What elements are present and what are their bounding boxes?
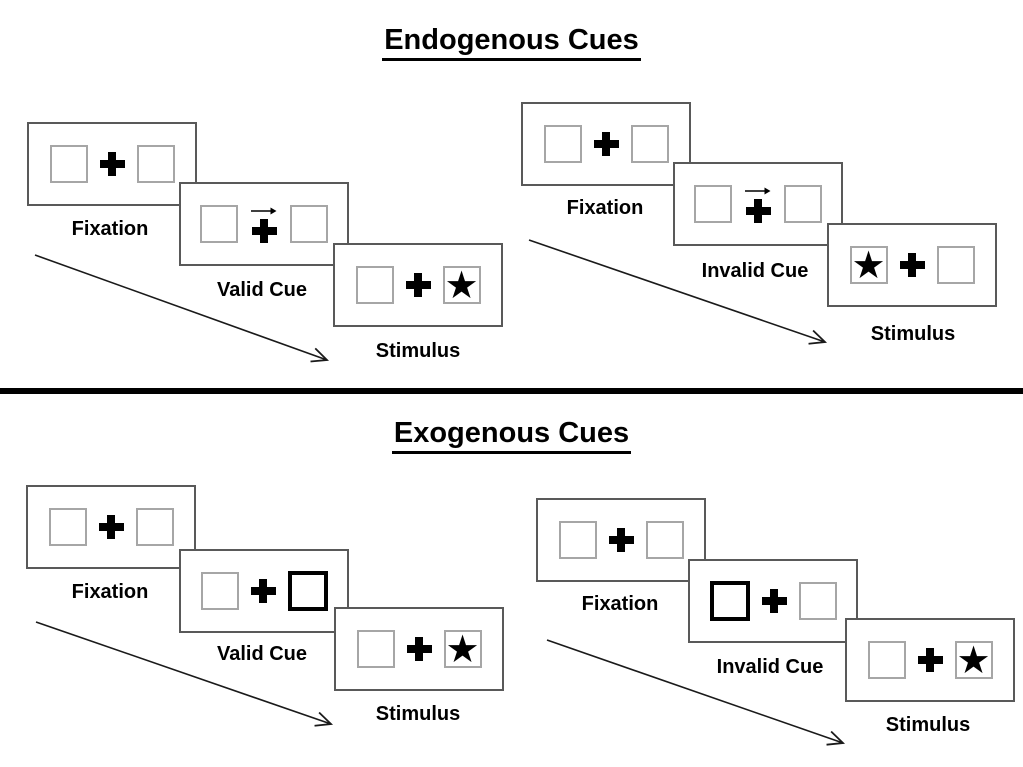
panel-label-invalid-cue: Invalid Cue: [701, 260, 809, 282]
endo-valid-fixation-panel: [27, 122, 197, 206]
fixation-cross-icon: [593, 132, 619, 156]
timeline-arrow-endo-invalid: [528, 239, 825, 342]
left-box: [200, 572, 239, 610]
endo-invalid-cue-panel: [673, 162, 843, 246]
fixation-cross-icon: [98, 515, 124, 539]
fixation-cross-icon: [917, 648, 943, 672]
star-icon: ★: [956, 638, 991, 682]
right-box: [136, 145, 175, 183]
fixation-cross-icon: [406, 637, 432, 661]
panel-label-valid-cue: Valid Cue: [216, 279, 308, 301]
right-box: ★: [442, 263, 481, 307]
exo-invalid-cue-panel: [688, 559, 858, 643]
left-box: [49, 145, 88, 183]
fixation-cross-icon: [99, 152, 125, 176]
right-box: [645, 521, 684, 559]
left-box: [355, 266, 394, 304]
right-box: [784, 185, 822, 223]
right-box: [798, 582, 837, 620]
panel-label-stimulus: Stimulus: [870, 323, 956, 345]
exo-valid-stimulus-panel: ★: [334, 607, 504, 691]
cue-arrow-right-icon: [251, 207, 277, 215]
fixation-cross-icon: [608, 528, 634, 552]
section-title-exogenous: Exogenous Cues: [0, 417, 1023, 454]
left-box: [694, 185, 732, 223]
endo-invalid-fixation-panel: [521, 102, 691, 186]
panel-label-stimulus: Stimulus: [885, 714, 971, 736]
timeline-arrow-endo-valid: [34, 254, 327, 360]
endo-invalid-stimulus-panel: ★: [827, 223, 997, 307]
left-box: [558, 521, 597, 559]
section-title-text: Exogenous Cues: [391, 417, 632, 454]
left-box: [200, 205, 238, 243]
section-title-endogenous: Endogenous Cues: [0, 24, 1023, 61]
right-box: [135, 508, 174, 546]
endo-valid-stimulus-panel: ★: [333, 243, 503, 327]
right-box: ★: [954, 638, 993, 682]
star-icon: ★: [851, 243, 886, 287]
section-title-text: Endogenous Cues: [382, 24, 641, 61]
exo-valid-cue-panel: [179, 549, 349, 633]
central-cue: [250, 205, 278, 243]
fixation-cross-icon: [745, 199, 771, 223]
right-box-highlighted: [287, 571, 328, 611]
right-box: [630, 125, 669, 163]
fixation-cross-icon: [251, 219, 277, 243]
section-divider: [0, 388, 1023, 394]
exo-invalid-stimulus-panel: ★: [845, 618, 1015, 702]
left-box: ★: [849, 243, 888, 287]
panel-label-stimulus: Stimulus: [375, 340, 461, 362]
fixation-cross-icon: [899, 253, 925, 277]
panel-label-invalid-cue: Invalid Cue: [716, 656, 824, 678]
fixation-cross-icon: [405, 273, 431, 297]
cue-arrow-right-icon: [745, 187, 771, 195]
left-box: [356, 630, 395, 668]
central-cue: [744, 185, 772, 223]
fixation-cross-icon: [250, 579, 276, 603]
right-box: [936, 246, 975, 284]
panel-label-fixation: Fixation: [581, 593, 659, 615]
left-box: [543, 125, 582, 163]
star-icon: ★: [445, 627, 480, 671]
endo-valid-cue-panel: [179, 182, 349, 266]
panel-label-valid-cue: Valid Cue: [216, 643, 308, 665]
right-box: ★: [443, 627, 482, 671]
timeline-arrow-exo-valid: [35, 621, 331, 724]
exo-valid-fixation-panel: [26, 485, 196, 569]
panel-label-fixation: Fixation: [71, 581, 149, 603]
left-box: [48, 508, 87, 546]
panel-label-stimulus: Stimulus: [375, 703, 461, 725]
star-icon: ★: [444, 263, 479, 307]
panel-label-fixation: Fixation: [71, 218, 149, 240]
fixation-cross-icon: [761, 589, 787, 613]
left-box: [867, 641, 906, 679]
left-box-highlighted: [709, 581, 750, 621]
panel-label-fixation: Fixation: [566, 197, 644, 219]
exo-invalid-fixation-panel: [536, 498, 706, 582]
right-box: [290, 205, 328, 243]
